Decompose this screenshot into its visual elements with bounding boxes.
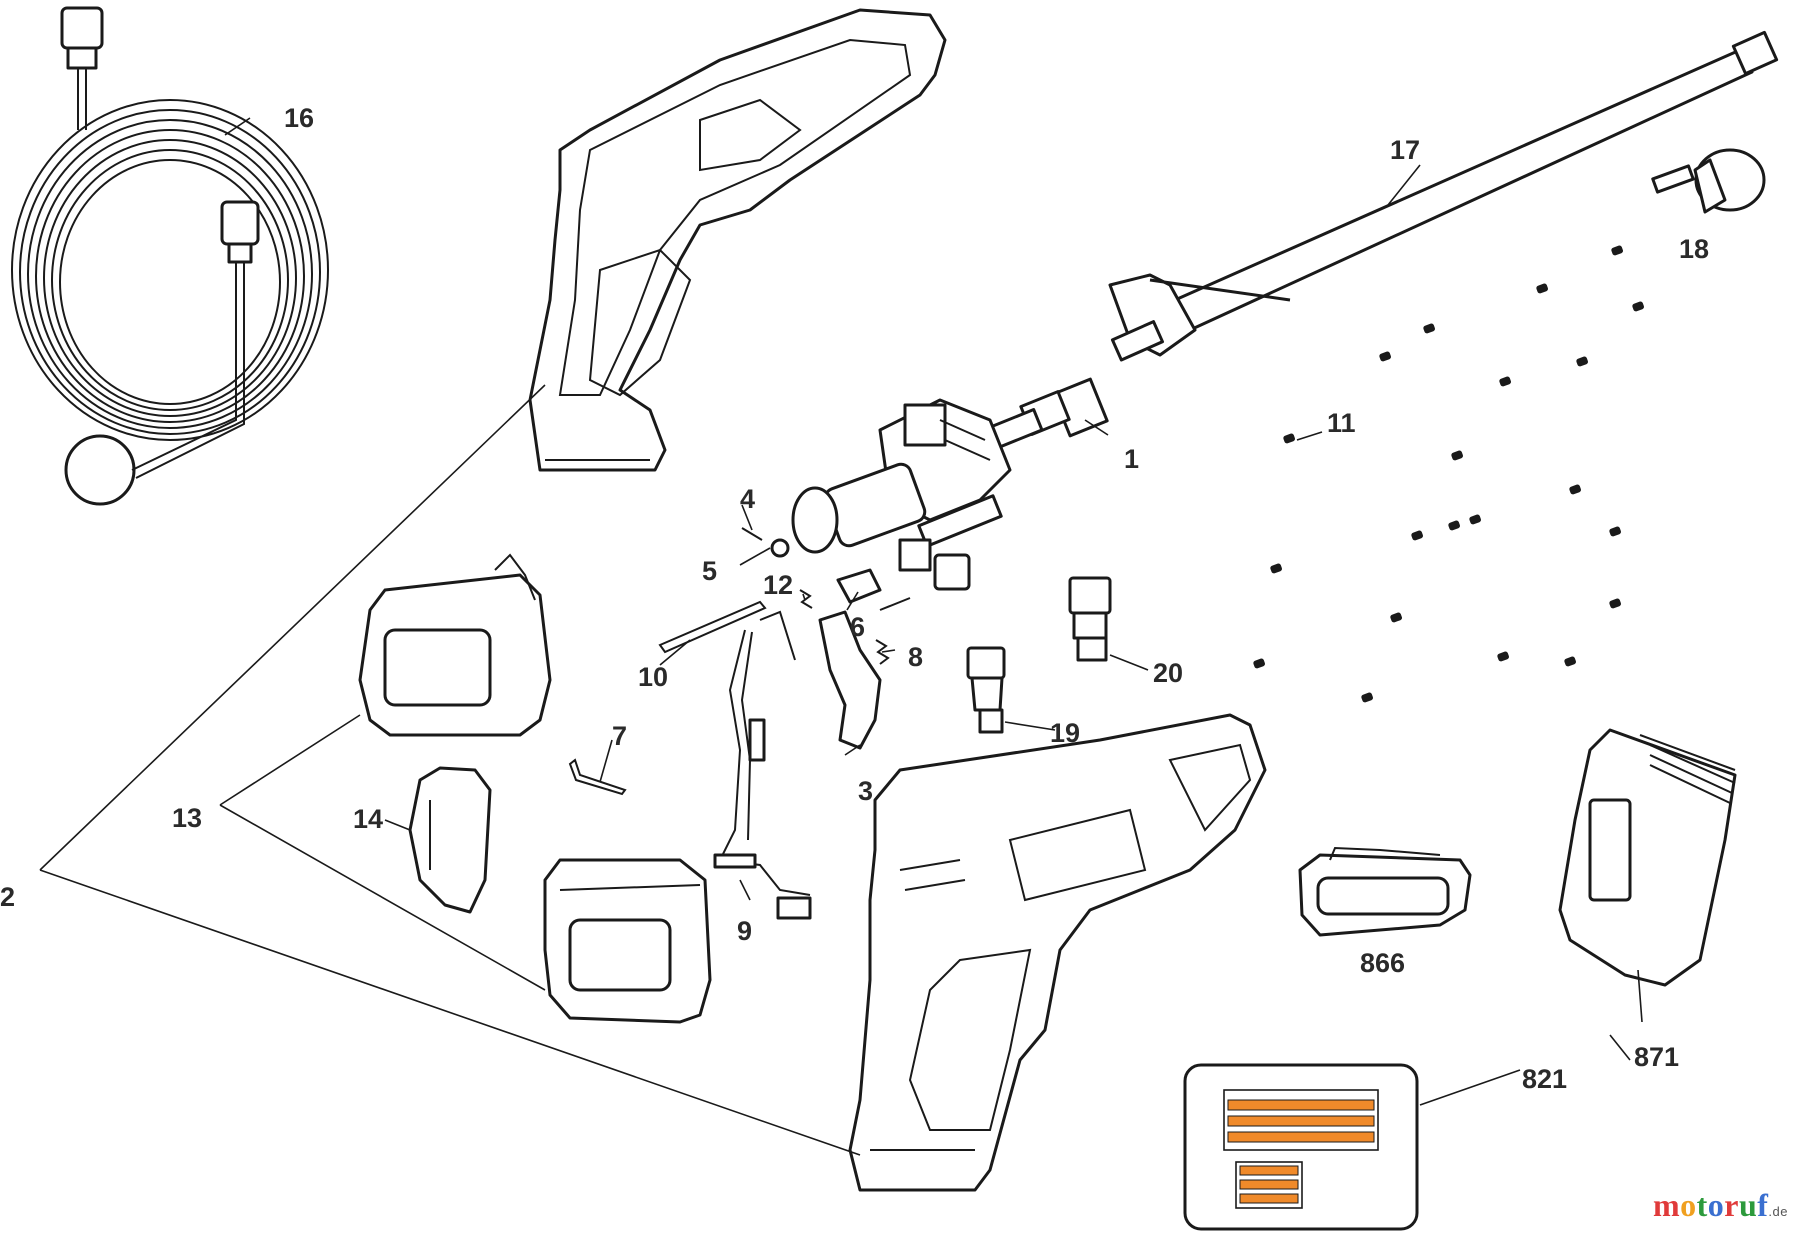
part-labels: 1 2 3 4 5 6 7 8 9 10 11 12 13 14 16 17 1… xyxy=(0,103,1709,1094)
label-5: 5 xyxy=(702,556,717,586)
part-8-spring xyxy=(875,639,890,665)
housing-half-right xyxy=(848,713,1267,1192)
label-20: 20 xyxy=(1153,658,1183,688)
label-18: 18 xyxy=(1679,234,1709,264)
label-3: 3 xyxy=(858,776,873,806)
watermark-logo: motoruf.de xyxy=(1653,1187,1788,1224)
part-13-battery-housing-upper xyxy=(358,553,552,737)
label-stripe xyxy=(1227,1131,1375,1143)
label-1: 1 xyxy=(1124,444,1139,474)
label-stripe xyxy=(1239,1179,1299,1190)
label-16: 16 xyxy=(284,103,314,133)
label-866: 866 xyxy=(1360,948,1405,978)
part-18-nozzle xyxy=(1651,148,1766,214)
label-stripe xyxy=(1227,1099,1375,1111)
label-11: 11 xyxy=(1327,408,1356,438)
label-4: 4 xyxy=(740,484,755,514)
part-17-spray-lance xyxy=(1108,30,1779,362)
label-stripe xyxy=(1227,1115,1375,1127)
watermark-letters: motoruf xyxy=(1653,1187,1768,1223)
watermark-letter: m xyxy=(1652,1187,1681,1223)
watermark-letter: u xyxy=(1738,1187,1758,1223)
label-8: 8 xyxy=(908,642,923,672)
watermark-suffix: .de xyxy=(1768,1204,1788,1219)
part-7-clip xyxy=(568,758,627,796)
label-14: 14 xyxy=(353,804,383,834)
part-1-pump-assembly xyxy=(791,377,1109,591)
part-871-charger xyxy=(1558,728,1737,987)
part-12-small-spring xyxy=(799,589,813,609)
part-16-coiled-hose xyxy=(11,6,329,506)
part-5-spring-clip xyxy=(770,538,790,558)
label-9: 9 xyxy=(737,916,752,946)
label-17: 17 xyxy=(1390,135,1420,165)
label-stripe xyxy=(1239,1193,1299,1204)
label-19: 19 xyxy=(1050,718,1080,748)
part-11-screws xyxy=(1253,245,1645,703)
housing-half-left xyxy=(528,8,947,472)
part-3-trigger xyxy=(818,610,882,750)
part-4-pin xyxy=(741,527,763,541)
leader-lines xyxy=(39,117,1643,1156)
part-20-fitting xyxy=(1068,576,1112,662)
watermark-letter: o xyxy=(1680,1187,1697,1223)
part-9-wiring-harness xyxy=(713,610,812,920)
label-871: 871 xyxy=(1634,1042,1679,1072)
label-2: 2 xyxy=(0,882,15,912)
part-10-trigger-rod xyxy=(658,600,767,654)
part-19-fitting xyxy=(966,646,1006,734)
label-6: 6 xyxy=(850,612,865,642)
part-6-valve-block xyxy=(836,568,911,611)
label-13: 13 xyxy=(172,803,202,833)
part-821-label-sheet xyxy=(1183,1063,1419,1231)
label-821: 821 xyxy=(1522,1064,1567,1094)
watermark-letter: t xyxy=(1696,1187,1708,1223)
label-10: 10 xyxy=(638,662,668,692)
label-stripe xyxy=(1239,1165,1299,1176)
label-12: 12 xyxy=(763,570,793,600)
watermark-letter: o xyxy=(1707,1187,1725,1223)
label-7: 7 xyxy=(612,721,627,751)
part-13-battery-housing-lower xyxy=(543,858,712,1024)
watermark-letter: f xyxy=(1757,1187,1769,1223)
part-866-battery xyxy=(1298,846,1472,937)
part-14-battery-latch xyxy=(408,766,492,914)
watermark-letter: r xyxy=(1724,1187,1739,1223)
